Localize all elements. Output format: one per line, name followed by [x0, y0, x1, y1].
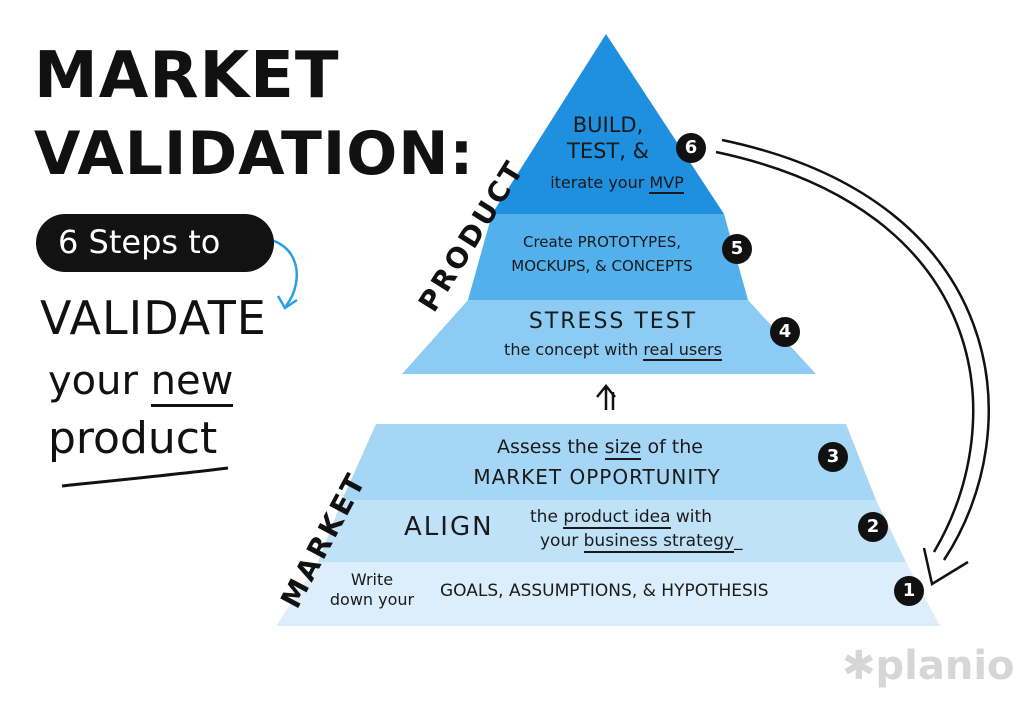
step-6-line-2: TEST, & — [567, 139, 649, 163]
step-2-the: the — [530, 507, 558, 527]
step-2-trail: _ — [734, 531, 743, 551]
step-2-badge: 2 — [858, 512, 888, 542]
step-5-text: Create PROTOTYPES, MOCKUPS, & CONCEPTS — [486, 230, 718, 278]
your-new-line: your new — [48, 356, 234, 407]
tier-6-band — [492, 34, 724, 214]
title-market: MARKET — [34, 39, 340, 113]
step-4-sub: the concept with real users — [460, 338, 766, 362]
step-6-line-1: BUILD, — [572, 113, 644, 137]
step-6-sub: iterate your MVP — [532, 172, 702, 194]
step-5-badge: 5 — [722, 234, 752, 264]
step-2-align: ALIGN — [404, 512, 494, 542]
asterisk-icon: ✱ — [842, 643, 876, 689]
step-1-down-your: down your — [329, 590, 415, 609]
step-6-badge: 6 — [676, 133, 706, 163]
step-4-line-2: the concept with — [504, 340, 639, 359]
product-word: product — [48, 413, 218, 464]
tier-4-band — [402, 300, 816, 374]
tier-2-band — [318, 500, 906, 562]
step-6-text: BUILD, TEST, & — [548, 112, 668, 164]
step-2-product-idea: product idea — [563, 507, 671, 529]
steps-pill-text: 6 Steps to — [58, 223, 221, 261]
tier-5-band — [468, 214, 748, 300]
step-2-business-strategy: business strategy — [583, 531, 735, 553]
step-2-line-2: your business strategy_ — [540, 530, 820, 553]
step-3-market-opportunity: MARKET OPPORTUNITY — [473, 465, 721, 489]
step-2-with: with — [675, 507, 712, 527]
tier-1-band — [276, 562, 940, 626]
step-1-goals: GOALS, ASSUMPTIONS, & HYPOTHESIS — [440, 581, 769, 601]
step-3-a: Assess the — [497, 436, 599, 458]
step-1-badge: 1 — [894, 576, 924, 606]
title-validation: VALIDATION: — [34, 119, 475, 189]
step-4-badge: 4 — [770, 317, 800, 347]
step-1-write: Write — [350, 570, 394, 589]
step-5-line-2: MOCKUPS, & CONCEPTS — [511, 257, 693, 275]
step-3-size: size — [604, 436, 642, 460]
step-5-line-1: Create PROTOTYPES, — [523, 233, 681, 251]
step-3-c: of the — [647, 436, 703, 458]
validate-word: VALIDATE — [40, 291, 267, 345]
product-underline — [61, 466, 229, 488]
step-4-title: STRESS TEST — [528, 309, 698, 334]
step-3-badge: 3 — [818, 442, 848, 472]
curved-arrow-icon — [715, 138, 990, 586]
steps-pill — [36, 214, 274, 272]
new-word: new — [150, 358, 234, 407]
up-arrow-icon — [596, 384, 616, 410]
step-3-line-1: Assess the size of the — [420, 434, 780, 460]
step-2-your: your — [540, 531, 579, 551]
tier-3-band — [342, 424, 876, 500]
step-6-mvp: MVP — [649, 173, 684, 194]
planio-logo: ✱planio — [842, 642, 1015, 690]
step-4-real-users: real users — [643, 340, 722, 361]
step-2-line-1: the product idea with — [530, 506, 810, 529]
planio-wordmark: planio — [875, 643, 1015, 689]
step-6-line-3: iterate your — [550, 173, 645, 192]
step-1-left: Write down your — [312, 570, 432, 610]
your-word: your — [48, 358, 138, 404]
